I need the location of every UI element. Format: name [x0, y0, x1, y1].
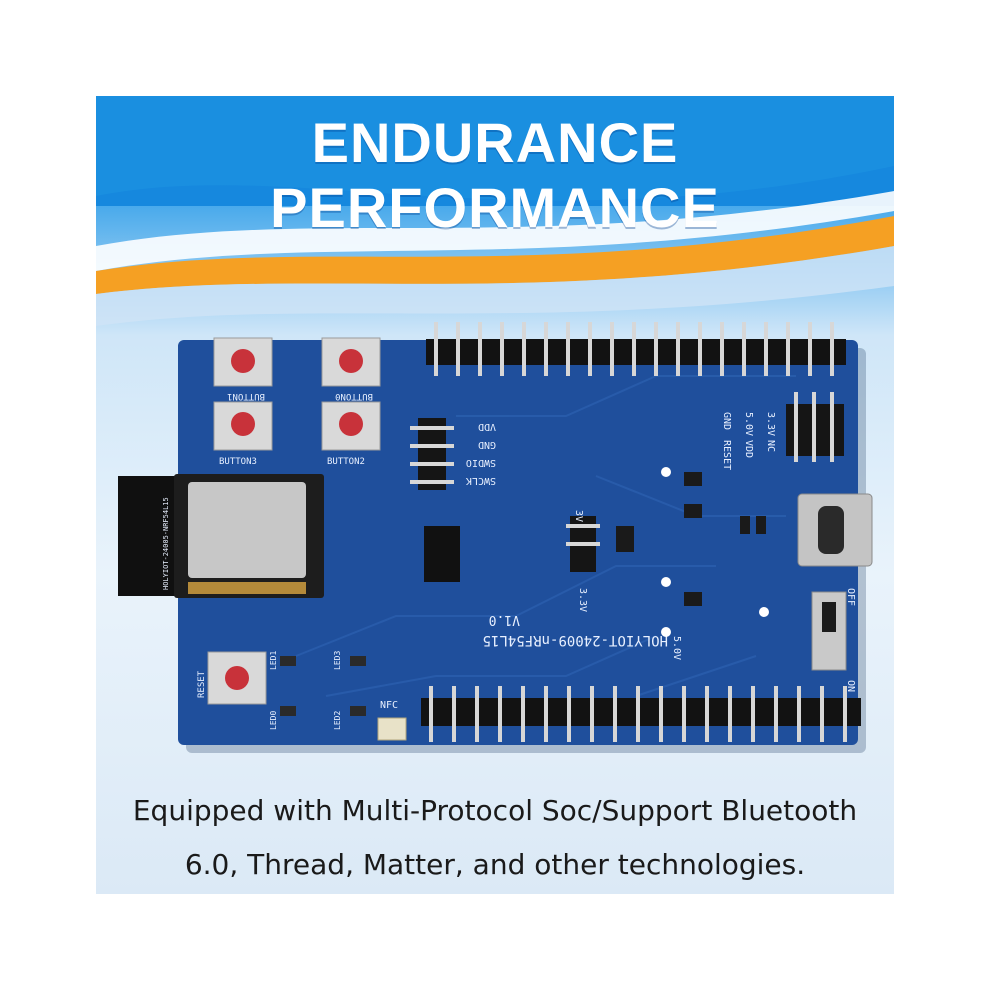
test-points	[661, 467, 769, 637]
board-name-label: HOLYIOT-24009-nRF54L15	[483, 632, 668, 648]
banner-background	[96, 96, 894, 326]
version-label: V1.0	[489, 612, 520, 627]
swd-header	[410, 418, 454, 490]
top-pin-header	[426, 322, 846, 376]
voltage-jumper	[566, 516, 600, 572]
button-0	[321, 337, 381, 387]
vdd-label: VDD	[478, 421, 496, 432]
button-1	[213, 337, 273, 387]
reset-label: RESET	[197, 670, 207, 698]
led-array	[280, 656, 366, 716]
reset-power-label: RESET	[721, 440, 732, 470]
swclk-label: SWCLK	[466, 475, 496, 486]
radio-module	[118, 474, 324, 598]
v3v3-label: 3.3V	[577, 588, 588, 612]
gnd-power-label: GND	[721, 412, 732, 430]
jumper-3v-label: 3V	[573, 510, 584, 522]
button-3	[213, 401, 273, 451]
bottom-pin-header	[421, 686, 861, 742]
swdio-label: SWDIO	[466, 457, 496, 468]
switch-off-label: OFF	[845, 588, 856, 606]
led2-label: LED2	[333, 711, 342, 730]
caption-line-2: 6.0, Thread, Matter, and other technolog…	[184, 848, 806, 881]
v5-power-label: 5.0V	[743, 412, 754, 436]
dev-board: BUTTON1 BUTTON0 BUTTON3 BUTTON2 RESET SW…	[118, 322, 873, 753]
button2-label: BUTTON2	[327, 457, 365, 467]
button3-label: BUTTON3	[219, 457, 257, 467]
led0-label: LED0	[269, 711, 278, 730]
v5-label: 5.0V	[671, 636, 682, 660]
caption-line-1: Equipped with Multi-Protocol Soc/Support…	[132, 794, 858, 827]
switch-on-label: ON	[845, 680, 856, 692]
nfc-label: NFC	[380, 700, 398, 711]
led3-label: LED3	[333, 651, 342, 670]
banner-title: ENDURANCE PERFORMANCE	[270, 111, 720, 239]
usb-c-port	[797, 493, 873, 567]
button-2	[321, 401, 381, 451]
button0-label: BUTTON0	[335, 391, 373, 401]
vdd-power-label: VDD	[743, 440, 754, 458]
reset-button	[207, 651, 267, 705]
smd-components	[616, 472, 766, 606]
nfc-pad	[377, 717, 407, 741]
led1-label: LED1	[269, 651, 278, 670]
v3v3-power-label: 3.3V	[765, 412, 776, 436]
gnd-label: GND	[478, 439, 496, 450]
power-switch	[811, 591, 847, 671]
flash-chip	[424, 526, 460, 582]
button1-label: BUTTON1	[227, 391, 265, 401]
product-image: ENDURANCE PERFORMANCE	[96, 96, 894, 894]
power-header	[786, 392, 844, 462]
module-label: HOLYIOT-24005-NRF54L15	[162, 497, 170, 590]
nc-power-label: NC	[765, 440, 776, 452]
